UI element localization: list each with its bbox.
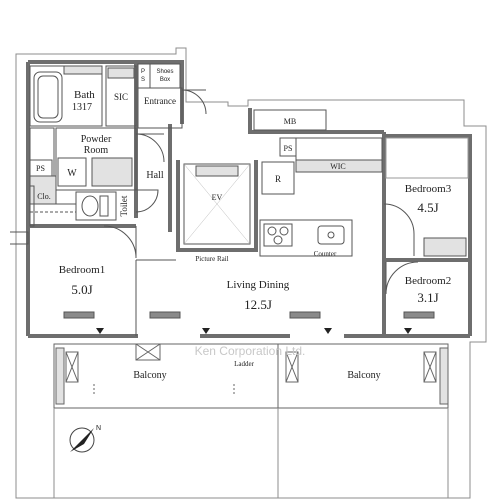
ps-mid-label: PS: [284, 144, 293, 153]
powder-room-label-1: Powder: [81, 134, 112, 145]
bedroom1-label: Bedroom1: [59, 264, 105, 276]
compass: N: [69, 425, 101, 453]
bedroom1-size-label: 5.0J: [71, 282, 92, 297]
hall-label: Hall: [146, 170, 163, 181]
exterior-walls: [15, 47, 487, 499]
toilet-label: Toilet: [119, 195, 129, 216]
interior-lines: [10, 63, 469, 336]
balcony-right-label: Balcony: [347, 370, 380, 381]
living-dining-size-label: 12.5J: [244, 297, 272, 312]
balcony-structures: [53, 343, 449, 498]
mb-label: MB: [284, 117, 296, 126]
compass-north-label: N: [96, 425, 101, 432]
ps-top-label-2: S: [141, 77, 145, 83]
ev-label: EV: [212, 193, 223, 202]
compass-circle: [69, 427, 95, 453]
clo-label: Clo.: [37, 192, 51, 201]
w-label: W: [67, 168, 77, 179]
ps-left-label: PS: [36, 164, 45, 173]
bath-label: Bath: [74, 89, 95, 101]
living-dining-label: Living Dining: [227, 279, 290, 291]
bedroom2-label: Bedroom2: [405, 275, 451, 287]
bedroom3-size-label: 4.5J: [417, 200, 438, 215]
watermark: Ken Corporation Ltd.: [195, 344, 306, 358]
counter-label: Counter: [314, 250, 337, 258]
ps-top-label: P: [141, 69, 145, 75]
ladder-label: Ladder: [234, 360, 254, 368]
bedroom3-label: Bedroom3: [405, 183, 452, 195]
shoes-box-label-2: Box: [160, 77, 170, 83]
room-labels: Bath 1317 SIC P S Shoes Box Entrance Pow…: [36, 69, 452, 381]
wic-label: WIC: [330, 162, 346, 171]
window-markers: [96, 328, 412, 334]
entrance-label: Entrance: [144, 96, 176, 106]
compass-arrow-icon: [70, 428, 94, 452]
powder-room-label-2: Room: [84, 145, 109, 156]
walls: [26, 60, 472, 338]
bath-size-label: 1317: [72, 102, 92, 113]
balcony-left-label: Balcony: [133, 370, 166, 381]
picture-rail-label: Picture Rail: [195, 255, 228, 263]
shoes-box-label: Shoes: [156, 69, 173, 75]
sic-label: SIC: [114, 92, 128, 102]
r-label: R: [275, 174, 281, 184]
bedroom2-size-label: 3.1J: [417, 290, 438, 305]
